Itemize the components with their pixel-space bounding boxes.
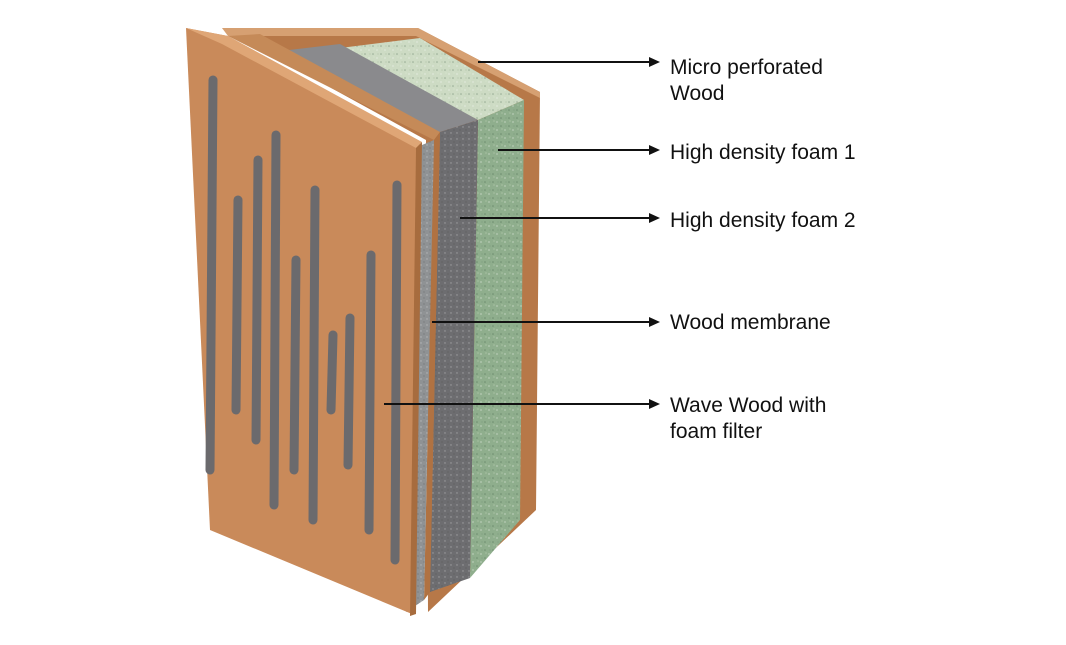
gray-foam-top — [272, 44, 478, 132]
wave-wood-slot — [364, 250, 376, 535]
wave-wood-front-panel — [186, 28, 420, 614]
wave-wood-top-edge — [186, 28, 422, 148]
arrowhead — [649, 317, 660, 327]
wave-wood-slot — [390, 180, 402, 565]
leader-lines — [384, 57, 660, 409]
wood-membrane — [228, 34, 440, 140]
wave-wood-slot — [343, 313, 355, 470]
wave-wood-slot — [269, 130, 281, 510]
wave-wood-slot — [231, 195, 243, 415]
arrowhead — [649, 57, 660, 67]
wave-wood-side-edge — [410, 142, 422, 616]
label-high-density-foam-2: High density foam 2 — [670, 209, 856, 232]
wave-wood-slots — [205, 75, 402, 565]
label-micro-perforated-wood: Micro perforated Wood — [670, 56, 823, 105]
arrowhead — [649, 399, 660, 409]
label-high-density-foam-1: High density foam 1 — [670, 141, 856, 164]
arrowhead — [649, 145, 660, 155]
arrowhead — [649, 213, 660, 223]
label-wave-wood-with-foam-filter: Wave Wood with foam filter — [670, 394, 827, 443]
wood-membrane-edge — [424, 132, 440, 600]
wave-wood-slot — [326, 330, 338, 415]
wave-wood-slot — [251, 155, 263, 445]
label-wood-membrane: Wood membrane — [670, 311, 831, 334]
wave-wood-slot — [289, 255, 301, 475]
wave-wood-slot — [205, 75, 218, 475]
wave-wood-slot — [308, 185, 320, 525]
